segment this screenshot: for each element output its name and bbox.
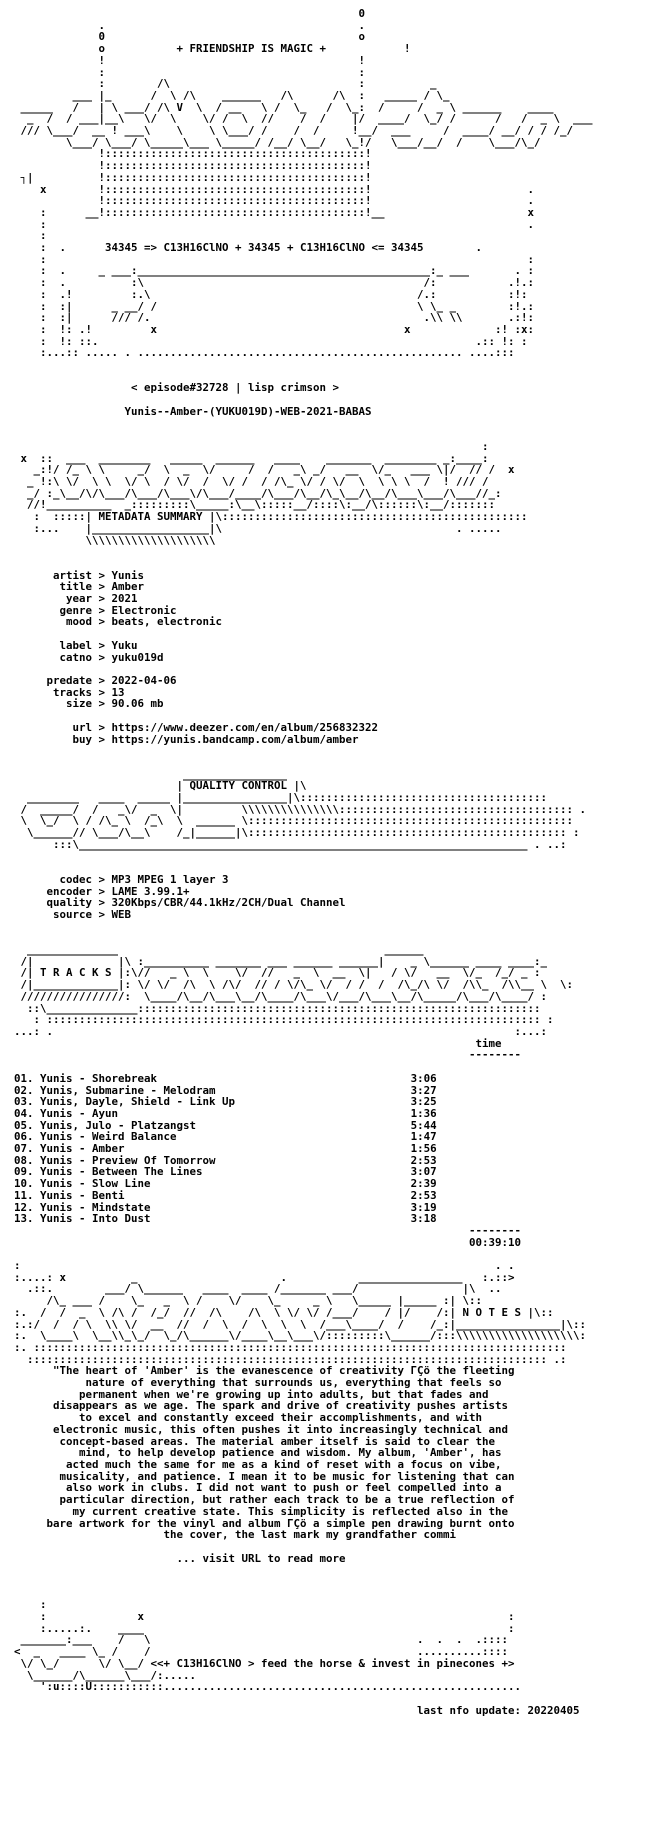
notes-line: the cover, the last mark my grandfather …: [163, 1528, 457, 1542]
meta-year: 2021: [111, 592, 138, 606]
time-header: time: [475, 1036, 502, 1050]
notes-line: concept-based areas. The material amber …: [59, 1434, 496, 1448]
meta-label: Yuku: [111, 638, 138, 652]
release-info: < episode#32728 | lisp crimson > Yunis--…: [14, 382, 648, 417]
meta-title: Amber: [111, 580, 145, 594]
track-row: 06. Yunis - Weird Balance 1:47: [14, 1130, 437, 1144]
last-update: last nfo update: 20220405: [417, 1703, 580, 1717]
notes-line: permanent when we're growing up into adu…: [79, 1387, 489, 1401]
quality-header-art: ________________ | QUALITY CONTROL |\ __…: [20, 767, 587, 851]
q-source: WEB: [111, 907, 132, 921]
top-banner-art: 0 . . 0 o o + FRIENDSHIP IS MAGIC + ! !: [20, 7, 593, 360]
notes-line: to excel and constantly exceed their acc…: [79, 1411, 483, 1425]
track-row: 04. Yunis - Ayun 1:36: [14, 1106, 437, 1120]
track-row: 01. Yunis - Shorebreak 3:06: [14, 1071, 437, 1085]
track-row: 12. Yunis - Mindstate 3:19: [14, 1200, 437, 1214]
episode-line: < episode#32728 | lisp crimson >: [131, 381, 340, 395]
section-metadata: METADATA SUMMARY: [98, 510, 203, 524]
notes-line: electronic music, this often pushes it i…: [53, 1422, 509, 1436]
q-encoder: LAME 3.99.1+: [111, 884, 190, 898]
meta-genre: Electronic: [111, 603, 177, 617]
meta-artist: Yunis: [111, 568, 145, 582]
track-row: 05. Yunis, Julo - Platzangst 5:44: [14, 1118, 437, 1132]
notes-header-art: : . . :....: x _ . ________________ :.::…: [14, 1259, 587, 1366]
notes-line: acted much the same for me as a kind of …: [66, 1457, 502, 1471]
notes-line: particular direction, but rather each tr…: [59, 1493, 515, 1507]
meta-url: https://www.deezer.com/en/album/25683232…: [111, 720, 379, 734]
notes-line: also work in clubs. I did not want to pu…: [66, 1481, 502, 1495]
notes-text: "The heart of 'Amber' is the evanescence…: [14, 1365, 648, 1564]
footer-tagline: <<+ C13H16ClNO > feed the horse & invest…: [150, 1656, 515, 1670]
motto: + FRIENDSHIP IS MAGIC +: [176, 42, 327, 56]
q-quality: 320Kbps/CBR/44.1kHz/2CH/Dual Channel: [111, 896, 346, 910]
notes-line: bare artwork for the vinyl and album ΓÇö…: [46, 1516, 515, 1530]
section-notes: N O T E S: [462, 1305, 522, 1319]
total-time: 00:39:10: [469, 1235, 522, 1249]
meta-tracks: 13: [111, 685, 125, 699]
notes-line: nature of everything that surrounds us, …: [85, 1376, 502, 1390]
track-row: 07. Yunis - Amber 1:56: [14, 1142, 437, 1156]
meta-mood: beats, electronic: [111, 615, 223, 629]
track-row: 09. Yunis - Between The Lines 3:07: [14, 1165, 437, 1179]
track-row: 02. Yunis, Submarine - Melodram 3:27: [14, 1083, 437, 1097]
notes-line: my current creative state. This simplici…: [72, 1504, 509, 1518]
tracklist: time -------- 01. Yunis - Shorebreak 3:0…: [14, 1036, 522, 1249]
metadata-list: artist > Yunis title > Amber year > 2021…: [14, 568, 379, 746]
release-name: Yunis--Amber-(YUKU019D)-WEB-2021-BABAS: [124, 404, 372, 418]
meta-catno: yuku019d: [111, 650, 164, 664]
notes-line: disappears as we age. The spark and driv…: [53, 1399, 509, 1413]
meta-predate: 2022-04-06: [111, 673, 177, 687]
notes-line: musicality, and patience. I mean it to b…: [59, 1469, 515, 1483]
notes-line: mind, to help develop patience and wisdo…: [79, 1446, 502, 1460]
tracks-header-art: ______________ ______ /| |\ :__________ …: [14, 943, 574, 1038]
track-row: 11. Yunis - Benti 2:53: [14, 1188, 437, 1202]
track-row: 13. Yunis - Into Dust 3:18: [14, 1212, 437, 1226]
q-codec: MP3 MPEG 1 layer 3: [111, 872, 229, 886]
quality-list: codec > MP3 MPEG 1 layer 3 encoder > LAM…: [14, 872, 346, 921]
track-row: 08. Yunis - Preview Of Tomorrow 2:53: [14, 1153, 437, 1167]
read-more: ... visit URL to read more: [176, 1551, 346, 1565]
meta-size: 90.06 mb: [111, 697, 164, 711]
meta-buy: https://yunis.bandcamp.com/album/amber: [111, 732, 359, 746]
section-tracks: T R A C K S: [40, 966, 112, 980]
notes-line: "The heart of 'Amber' is the evanescence…: [53, 1364, 515, 1378]
track-row: 10. Yunis - Slow Line 2:39: [14, 1177, 437, 1191]
section-quality: QUALITY CONTROL: [189, 779, 288, 793]
track-row: 03. Yunis, Dayle, Shield - Link Up 3:25: [14, 1095, 437, 1109]
footer-art: : : x : :.....:. ____ : _______:___ / \: [14, 1598, 580, 1717]
formula: 34345 => C13H16ClNO + 34345 + C13H16ClNO…: [105, 241, 424, 255]
metadata-header-art: : x :: ___ ________ _____ ______ ____ __…: [20, 439, 528, 547]
